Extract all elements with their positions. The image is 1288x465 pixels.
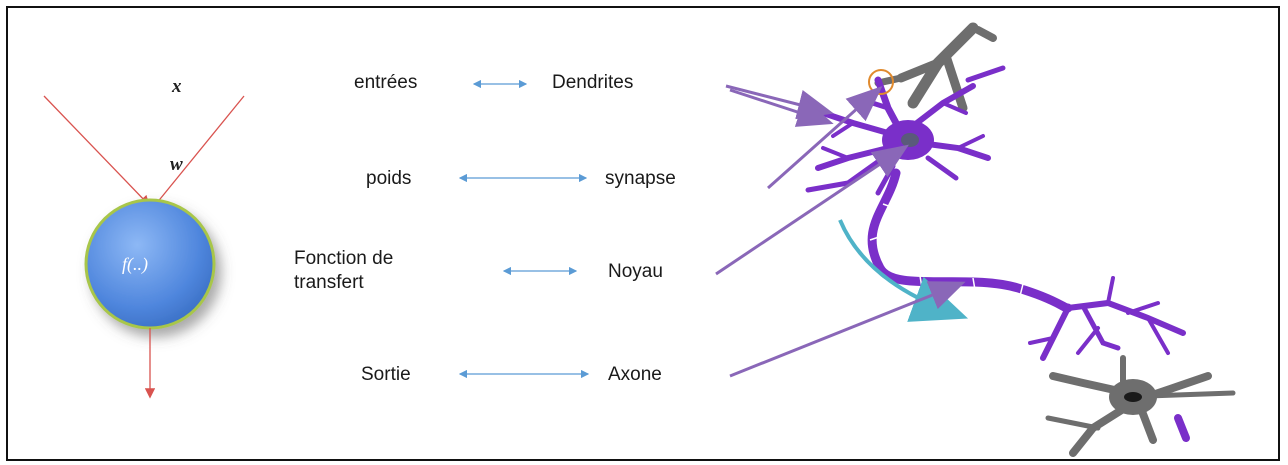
- label-transfer-function-line2: transfert: [294, 272, 364, 294]
- activation-node: [86, 200, 214, 328]
- label-weights: poids: [366, 168, 411, 190]
- diagram-frame: x w f(..) entrées Dendrites poids synaps…: [6, 6, 1280, 461]
- diagram-graphics: [8, 8, 1280, 461]
- label-nucleus: Noyau: [608, 261, 663, 283]
- mapping-arrows: [460, 84, 588, 374]
- input-symbol: x: [172, 76, 182, 98]
- label-synapse: synapse: [605, 168, 676, 190]
- signal-direction-arrow: [840, 220, 953, 313]
- function-label: f(..): [122, 254, 148, 275]
- biological-neuron: [808, 28, 1233, 453]
- weight-symbol: w: [170, 154, 183, 176]
- upstream-neuron: [878, 28, 993, 108]
- label-transfer-function-line1: Fonction de: [294, 248, 393, 270]
- label-axon: Axone: [608, 364, 662, 386]
- label-output: Sortie: [361, 364, 411, 386]
- input-arrows: [44, 96, 244, 204]
- label-inputs: entrées: [354, 72, 417, 94]
- label-dendrites: Dendrites: [552, 72, 633, 94]
